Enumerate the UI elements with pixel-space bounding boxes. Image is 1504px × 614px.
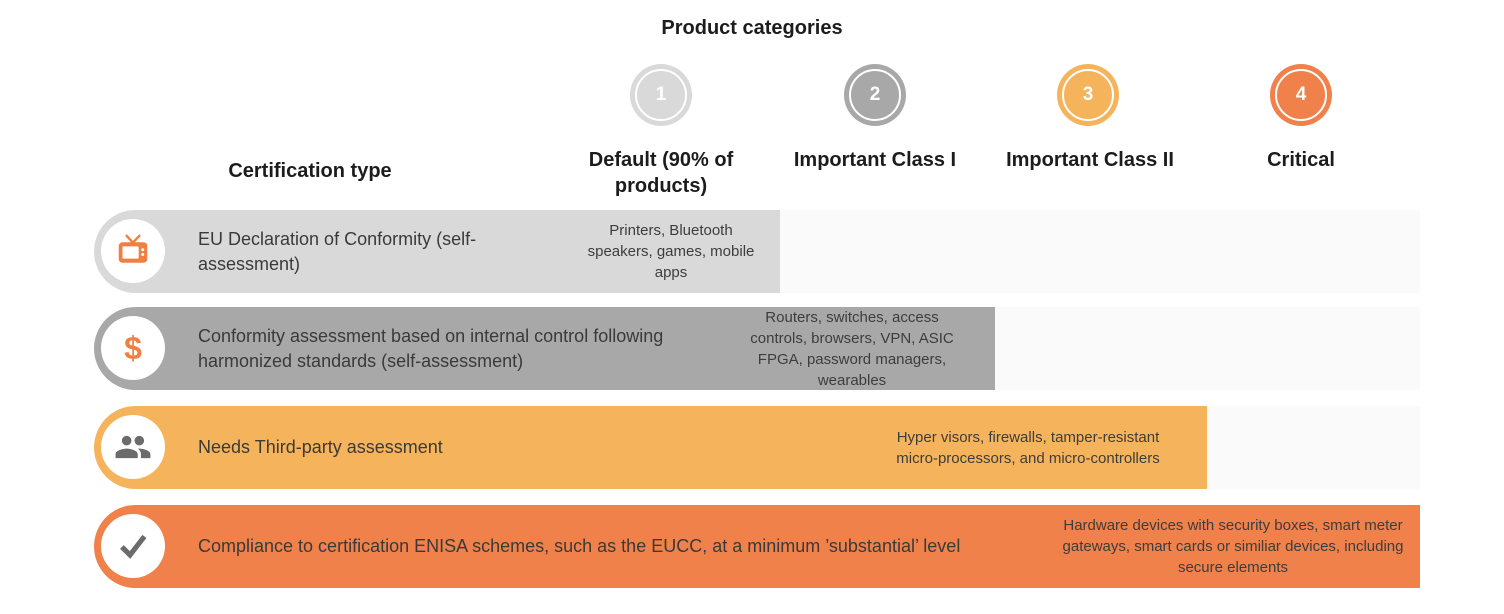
products-cell: Hardware devices with security boxes, sm… xyxy=(1062,517,1404,576)
category-number: 1 xyxy=(655,84,667,105)
certification-row-bar-3 xyxy=(94,406,1207,489)
page-title: Product categories xyxy=(661,17,843,39)
products-cell: Routers, switches, access controls, brow… xyxy=(750,308,954,389)
tv-icon xyxy=(118,234,148,263)
certification-type-header: Certification type xyxy=(228,160,392,182)
category-circle-3: 3 xyxy=(1057,64,1119,126)
category-circle-1: 1 xyxy=(630,64,692,126)
row-track xyxy=(780,210,1420,293)
certification-type-label: Needs Third-party assessment xyxy=(198,437,443,457)
column-header-default: Default (90% of products) xyxy=(588,149,734,197)
category-number: 3 xyxy=(1082,84,1094,105)
dollar-icon: $ xyxy=(124,330,142,366)
row-track xyxy=(995,307,1420,390)
row-icon-circle xyxy=(101,514,165,578)
certification-type-label: Conformity assessment based on internal … xyxy=(198,325,664,371)
category-number: 2 xyxy=(869,84,881,105)
category-circle-2: 2 xyxy=(844,64,906,126)
column-header-important-class-1: Important Class I xyxy=(793,149,957,171)
category-circle-4: 4 xyxy=(1270,64,1332,126)
check-icon xyxy=(120,534,147,559)
row-icon-circle: $ xyxy=(101,316,165,380)
certification-row-bar-2 xyxy=(94,307,995,390)
column-header-important-class-2: Important Class II xyxy=(1006,149,1174,171)
products-cell: Hyper visors, firewalls, tamper-resistan… xyxy=(896,428,1160,467)
row-icon-circle xyxy=(101,415,165,479)
row-track xyxy=(1207,406,1420,489)
column-header-critical: Critical xyxy=(1267,149,1335,171)
certification-row-bar-4 xyxy=(94,505,1420,588)
row-icon-circle xyxy=(101,219,165,283)
certification-type-label: EU Declaration of Conformity (self-asses… xyxy=(198,228,477,274)
category-number: 4 xyxy=(1295,84,1307,105)
certification-row-bar-1 xyxy=(94,210,780,293)
certification-type-label: Compliance to certification ENISA scheme… xyxy=(198,536,961,556)
products-cell: Printers, Bluetooth speakers, games, mob… xyxy=(587,222,755,281)
people-icon xyxy=(115,435,151,459)
